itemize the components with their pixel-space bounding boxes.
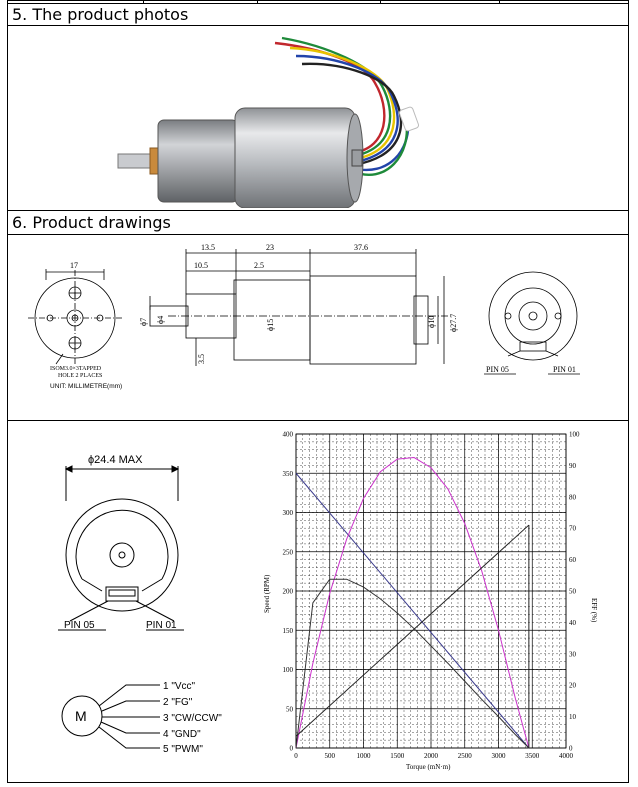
plot-area-border: [295, 433, 567, 749]
wire-bundle: [274, 36, 410, 176]
dim-17: 17: [70, 261, 78, 270]
product-drawings: 17 ISOM3.0×3TAPPED HOLE 2 PLACES UNIT: M…: [28, 243, 580, 390]
y2-tick-label: 70: [569, 525, 577, 533]
y-tick-label: 350: [283, 470, 294, 478]
y-tick-label: 150: [283, 627, 294, 635]
dim-13-5: 13.5: [201, 243, 215, 252]
y2-tick-label: 0: [569, 745, 573, 753]
connector-drawing: ϕ24.4 MAX PIN 05 PIN 01 M 1 "Vcc" 2 "FG"…: [58, 454, 222, 755]
y2-tick-label: 80: [569, 493, 577, 501]
photos-section-title: 5. The product photos: [12, 5, 189, 24]
drawings-title-divider: [7, 234, 629, 235]
y2-tick-label: 40: [569, 619, 577, 627]
dim-3-5: 3.5: [197, 354, 206, 364]
x-tick-label: 1000: [357, 752, 372, 760]
top-table-divider: [7, 3, 629, 4]
y2-tick-label: 50: [569, 588, 577, 596]
top-table-col-4: [499, 0, 500, 4]
chart-series: [295, 457, 530, 749]
pin-5-label: 5 "PWM": [163, 744, 203, 755]
y2-tick-labels: 0 10 20 30 40 50 60 70 80 90 100: [569, 431, 580, 753]
dim-d10: ϕ10: [427, 316, 436, 328]
x-tick-label: 4000: [559, 752, 574, 760]
motor-label: M: [75, 708, 87, 724]
series-line-4: [295, 524, 530, 737]
pin-01-label: PIN 01: [146, 620, 177, 631]
front-view-left: [28, 269, 122, 366]
pin-05-label: PIN 05: [64, 620, 95, 631]
motor-symbol: [61, 684, 160, 749]
y2-tick-label: 100: [569, 431, 580, 439]
drawings-bottom-divider: [7, 420, 629, 421]
x-tick-label: 1500: [390, 752, 405, 760]
dim-10-5: 10.5: [194, 261, 208, 270]
drawings-section-title: 6. Product drawings: [12, 213, 171, 232]
dim-37-6: 37.6: [354, 243, 368, 252]
y-tick-label: 100: [283, 666, 294, 674]
y-tick-label: 400: [283, 431, 294, 439]
unit-note: UNIT: MILLIMETRE(mm): [50, 383, 122, 390]
y-tick-label: 50: [286, 705, 294, 713]
dim-23: 23: [266, 243, 274, 252]
y-tick-label: 300: [283, 509, 294, 517]
max-diameter-label: ϕ24.4 MAX: [88, 454, 143, 466]
y-tick-label: 0: [290, 745, 294, 753]
y2-tick-label: 90: [569, 462, 577, 470]
pin-3-label: 3 "CW/CCW": [163, 713, 222, 724]
dim-2-5: 2.5: [254, 261, 264, 270]
dim-d4: ϕ4: [156, 316, 165, 324]
y2-axis-label: EFF (%): [590, 598, 598, 623]
series-line-2: [295, 457, 530, 749]
dim-d15: ϕ15: [266, 319, 275, 331]
dim-d27-7: ϕ27.7: [449, 314, 458, 332]
y2-tick-label: 20: [569, 682, 577, 690]
y-tick-label: 200: [283, 588, 294, 596]
series-line-1: [295, 472, 530, 749]
photos-title-divider: [7, 25, 629, 26]
y2-tick-label: 30: [569, 650, 577, 658]
x-tick-labels: 0 500 1000 1500 2000 2500 3000 3500 4000: [294, 752, 573, 760]
rear-view: [484, 271, 580, 375]
y2-tick-label: 10: [569, 713, 577, 721]
top-table-col-3: [380, 0, 381, 4]
x-tick-label: 3000: [492, 752, 507, 760]
y-tick-labels: 0 50 100 150 200 250 300 350 400: [283, 431, 294, 753]
pin-05-label-drawing: PIN 05: [486, 365, 509, 374]
page-frame: [7, 0, 629, 783]
side-view: [149, 249, 448, 366]
pin-1-label: 1 "Vcc": [163, 681, 196, 692]
top-table-col-1: [143, 0, 144, 4]
y2-tick-label: 60: [569, 556, 577, 564]
x-tick-label: 2000: [424, 752, 439, 760]
top-table-col-2: [257, 0, 258, 4]
x-tick-label: 2500: [458, 752, 473, 760]
x-tick-label: 500: [325, 752, 336, 760]
pin-4-label: 4 "GND": [163, 729, 201, 740]
photos-bottom-divider: [7, 210, 629, 211]
y-tick-label: 250: [283, 548, 294, 556]
product-photo: [117, 36, 419, 208]
pin-2-label: 2 "FG": [163, 697, 193, 708]
tapped-note-1: ISOM3.0×3TAPPED: [50, 366, 102, 372]
x-tick-label: 3500: [525, 752, 540, 760]
series-line-3: [295, 578, 530, 749]
tapped-note-2: HOLE 2 PLACES: [58, 373, 102, 379]
x-axis-label: Torque (mN·m): [406, 763, 451, 771]
dim-d7: ϕ7: [139, 318, 148, 326]
x-tick-label: 0: [294, 752, 298, 760]
y-axis-label: Speed (RPM): [263, 574, 271, 613]
pin-01-label-drawing: PIN 01: [553, 365, 576, 374]
